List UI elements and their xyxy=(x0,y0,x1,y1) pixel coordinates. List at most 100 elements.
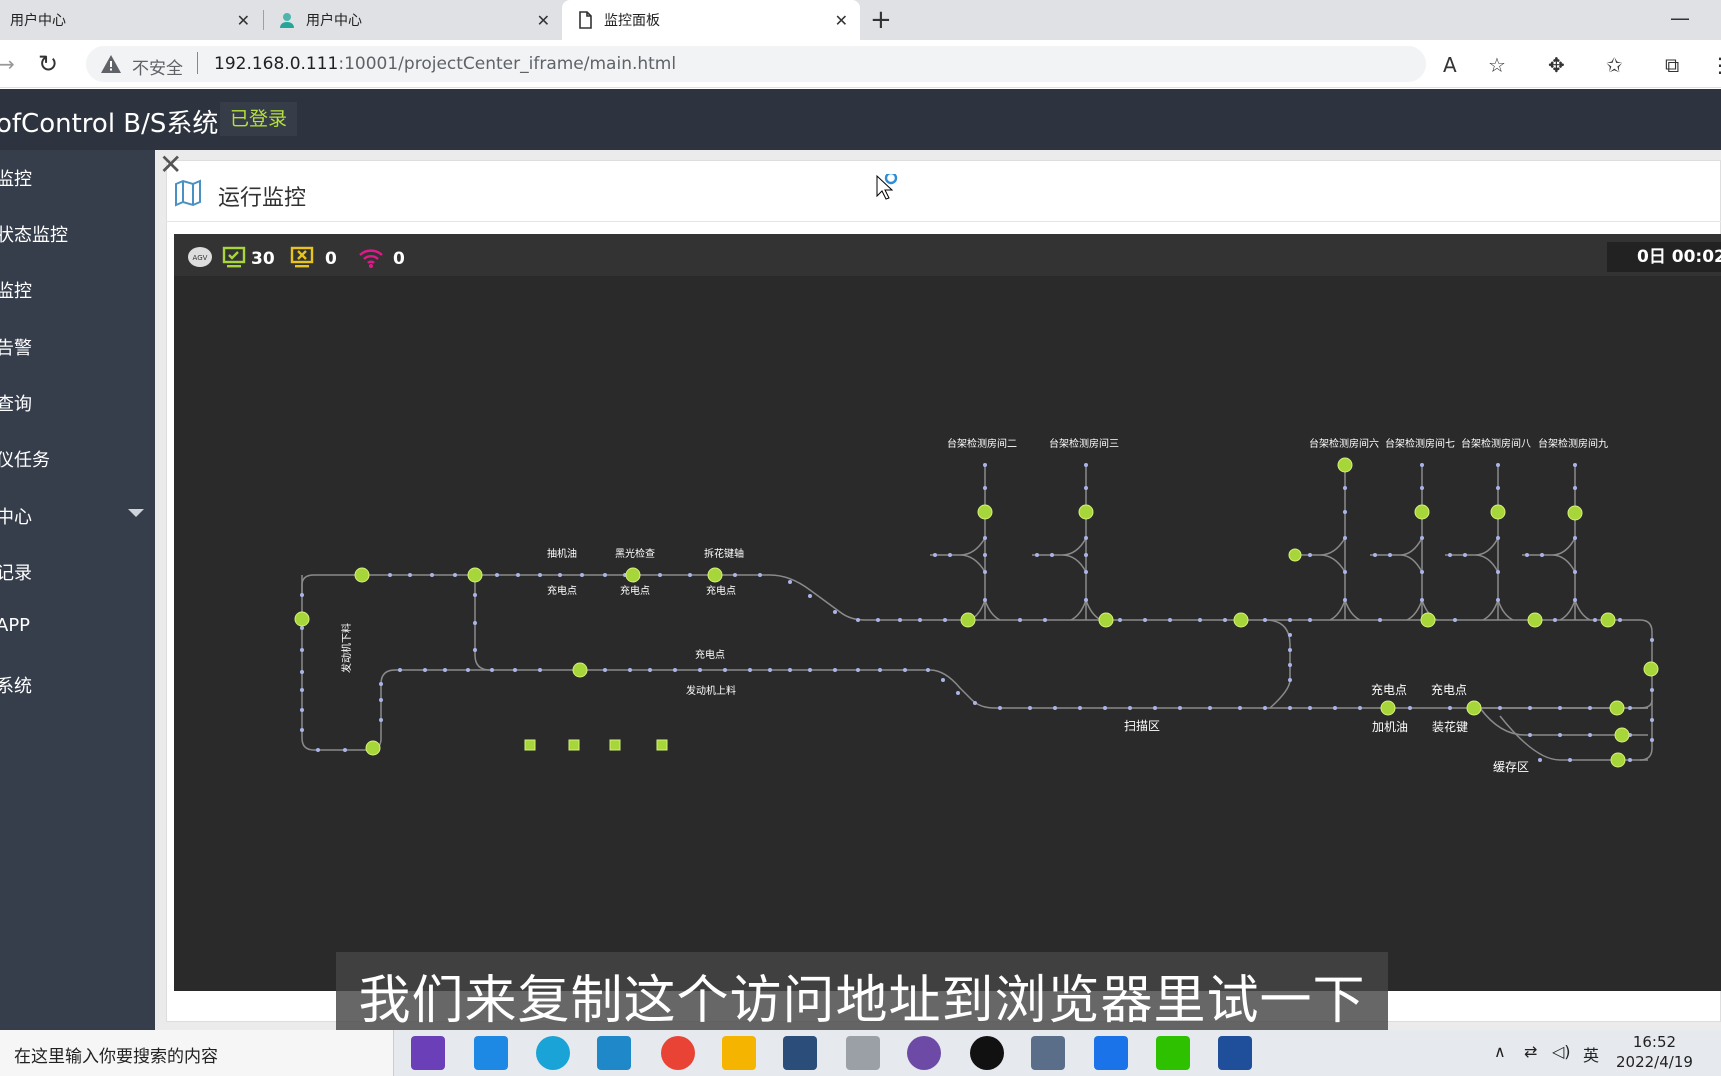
reload-icon[interactable]: ↻ xyxy=(38,50,59,78)
mail-icon[interactable] xyxy=(474,1036,508,1070)
station-node[interactable] xyxy=(1288,548,1302,562)
label-room9: 台架检测房间九 xyxy=(1538,437,1608,450)
station-node[interactable] xyxy=(1600,612,1616,628)
sidebar-item-alarm[interactable]: 告警 xyxy=(0,338,32,359)
tab-separator xyxy=(263,10,264,30)
url-text[interactable]: 192.168.0.111:10001/projectCenter_iframe… xyxy=(214,54,676,74)
security-label[interactable]: 不安全 xyxy=(132,59,183,79)
station-node[interactable] xyxy=(1490,504,1506,520)
map-labels: 台架检测房间二 台架检测房间三 台架检测房间六 台架检测房间七 台架检测房间八 … xyxy=(340,437,1608,697)
station-node[interactable] xyxy=(1609,700,1625,716)
station-node[interactable] xyxy=(1078,504,1094,520)
edge-browser-icon[interactable] xyxy=(536,1036,570,1070)
tray-chevron-icon[interactable]: ∧ xyxy=(1494,1042,1506,1061)
station-node[interactable] xyxy=(294,611,310,627)
plus-icon[interactable]: + xyxy=(870,5,892,35)
caret-down-icon[interactable] xyxy=(128,509,144,517)
record-icon[interactable] xyxy=(970,1036,1004,1070)
station-node[interactable] xyxy=(1233,612,1249,628)
station-node[interactable] xyxy=(1337,457,1353,473)
warning-icon[interactable] xyxy=(100,54,122,74)
visual-studio-icon[interactable] xyxy=(411,1036,445,1070)
station-node[interactable] xyxy=(707,567,723,583)
station-node[interactable] xyxy=(1420,612,1436,628)
app-icon[interactable] xyxy=(783,1036,817,1070)
online-count: 30 xyxy=(251,249,275,269)
editor-icon[interactable] xyxy=(1031,1036,1065,1070)
station-node[interactable] xyxy=(1614,727,1630,743)
sidebar-item-app[interactable]: APP xyxy=(0,615,31,636)
volume-icon[interactable]: ◁) xyxy=(1552,1042,1571,1061)
search-input[interactable]: 在这里输入你要搜索的内容 xyxy=(14,1047,218,1067)
station-node[interactable] xyxy=(1380,700,1396,716)
extensions-icon[interactable]: ✥ xyxy=(1548,53,1565,77)
address-bar: → ↻ 不安全 192.168.0.111:10001/projectCente… xyxy=(0,40,1721,88)
station-node[interactable] xyxy=(1527,612,1543,628)
sidebar-item-records[interactable]: 记录 xyxy=(0,563,32,584)
page-icon xyxy=(579,11,592,29)
close-icon[interactable]: ✕ xyxy=(536,11,550,30)
station-node[interactable] xyxy=(1610,752,1626,768)
chrome-icon[interactable] xyxy=(661,1036,695,1070)
station-node[interactable] xyxy=(365,740,381,756)
sidebar-item-monitor-2[interactable]: 监控 xyxy=(0,281,32,302)
monitor-canvas[interactable] xyxy=(174,234,1721,991)
sidebar-item-tasks[interactable]: 仪任务 xyxy=(0,450,50,471)
station-node[interactable] xyxy=(625,567,641,583)
station-node[interactable] xyxy=(977,504,993,520)
close-icon[interactable]: ✕ xyxy=(834,11,848,30)
sidebar-item-query[interactable]: 查询 xyxy=(0,394,32,415)
station-node[interactable] xyxy=(1643,661,1659,677)
label-fluor-check: 黑光检查 xyxy=(615,547,655,560)
favorites-icon[interactable]: ✩ xyxy=(1606,53,1623,77)
folder-icon[interactable] xyxy=(722,1036,756,1070)
station-node[interactable] xyxy=(568,739,580,751)
url-field[interactable] xyxy=(86,46,1426,82)
vs-code-icon[interactable] xyxy=(597,1036,631,1070)
network-icon[interactable]: ⇄ xyxy=(1524,1042,1538,1061)
sidebar-item-monitor[interactable]: 监控 xyxy=(0,169,32,190)
sidebar-item-status-monitor[interactable]: 状态监控 xyxy=(0,225,68,246)
github-icon[interactable] xyxy=(907,1036,941,1070)
more-icon[interactable]: ⋮ xyxy=(1710,53,1721,77)
tab-monitor-panel[interactable]: 监控面板 ✕ xyxy=(562,0,860,40)
station-node[interactable] xyxy=(656,739,668,751)
station-node[interactable] xyxy=(467,567,483,583)
taskbar-clock[interactable]: 16:52 2022/4/19 xyxy=(1616,1032,1693,1072)
panel-header xyxy=(166,160,1721,222)
station-node[interactable] xyxy=(1567,505,1583,521)
station-node[interactable] xyxy=(1098,612,1114,628)
minimize-icon[interactable]: — xyxy=(1670,6,1690,30)
label-charge-r1: 充电点 xyxy=(1371,682,1407,697)
tab-user-center-1[interactable]: 用户中心 ✕ xyxy=(0,0,262,40)
status-bar xyxy=(174,234,1721,276)
error-count: 0 xyxy=(325,249,337,269)
collections-icon[interactable]: ⧉ xyxy=(1665,53,1680,77)
station-node[interactable] xyxy=(960,612,976,628)
user-avatar-icon xyxy=(280,13,294,28)
station-node[interactable] xyxy=(572,662,588,678)
pycharm-icon[interactable] xyxy=(1218,1036,1252,1070)
read-aloud-icon[interactable]: A xyxy=(1443,53,1457,77)
station-node[interactable] xyxy=(354,567,370,583)
remote-desktop-icon[interactable] xyxy=(1094,1036,1128,1070)
station-node[interactable] xyxy=(524,739,536,751)
close-icon[interactable]: ✕ xyxy=(236,11,250,30)
tab-user-center-2[interactable]: 用户中心 ✕ xyxy=(264,0,562,40)
taskbar: 在这里输入你要搜索的内容 ∧ ⇄ ◁) 英 16:52 2022/4/19 xyxy=(0,1030,1721,1076)
app-icon-2[interactable] xyxy=(846,1036,880,1070)
sidebar-item-system[interactable]: 系统 xyxy=(0,676,32,697)
station-node[interactable] xyxy=(1466,700,1482,716)
sidebar-item-center[interactable]: 中心 xyxy=(0,507,32,528)
station-node[interactable] xyxy=(1414,504,1430,520)
elapsed-timer: 0日 00:02: xyxy=(1607,242,1721,272)
back-arrow-icon[interactable]: → xyxy=(0,52,15,76)
station-node[interactable] xyxy=(609,739,621,751)
label-charge3: 充电点 xyxy=(706,584,736,597)
close-icon[interactable]: ✕ xyxy=(159,148,183,181)
ime-indicator[interactable]: 英 xyxy=(1583,1046,1600,1065)
favorite-add-icon[interactable]: ☆ xyxy=(1488,53,1506,77)
taskbar-search[interactable]: 在这里输入你要搜索的内容 xyxy=(0,1030,394,1076)
wechat-icon[interactable] xyxy=(1156,1036,1190,1070)
